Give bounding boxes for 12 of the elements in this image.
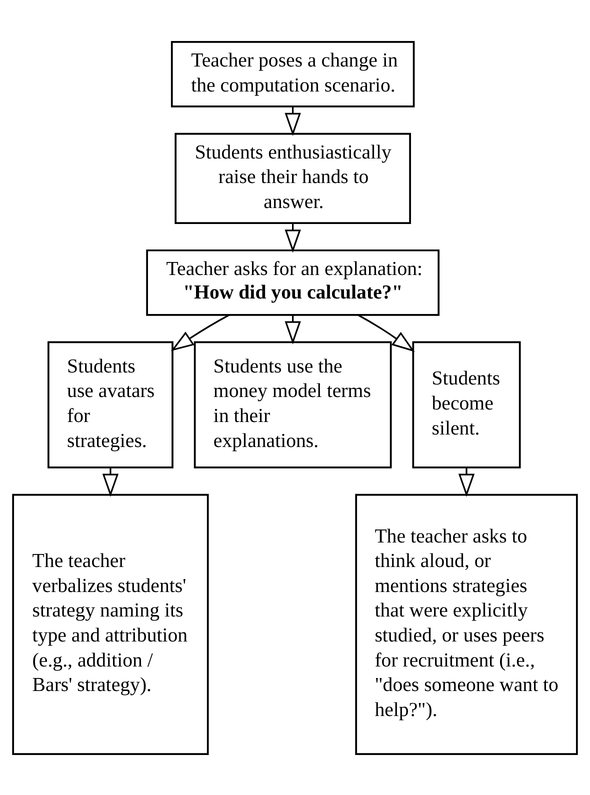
node-box: The teacher asks to think aloud, or mentions strategies that were explicitly studied, or uses peers for recruitment (i.e., "does someone want to help?"). xyxy=(355,493,578,754)
arrow xyxy=(170,314,230,351)
arrow xyxy=(102,467,119,496)
node-box: Students use the money model terms in their explanations. xyxy=(194,340,392,468)
node-box: Teacher asks for an explanation: "How did you calculate?" xyxy=(146,248,440,316)
node-box: Teacher poses a change in the computation scenario. xyxy=(170,40,415,107)
node-box: Students use avatars for strategies. xyxy=(48,340,174,468)
node-box: Students become silent. xyxy=(412,340,521,468)
arrow xyxy=(458,467,475,496)
node-box: Students enthusiastically raise their hands to answer. xyxy=(174,132,411,224)
node-box: The teacher verbalizes students' strategy naming its type and attribution (e.g., addition / Bars' strategy). xyxy=(12,493,209,754)
arrow xyxy=(358,314,415,352)
